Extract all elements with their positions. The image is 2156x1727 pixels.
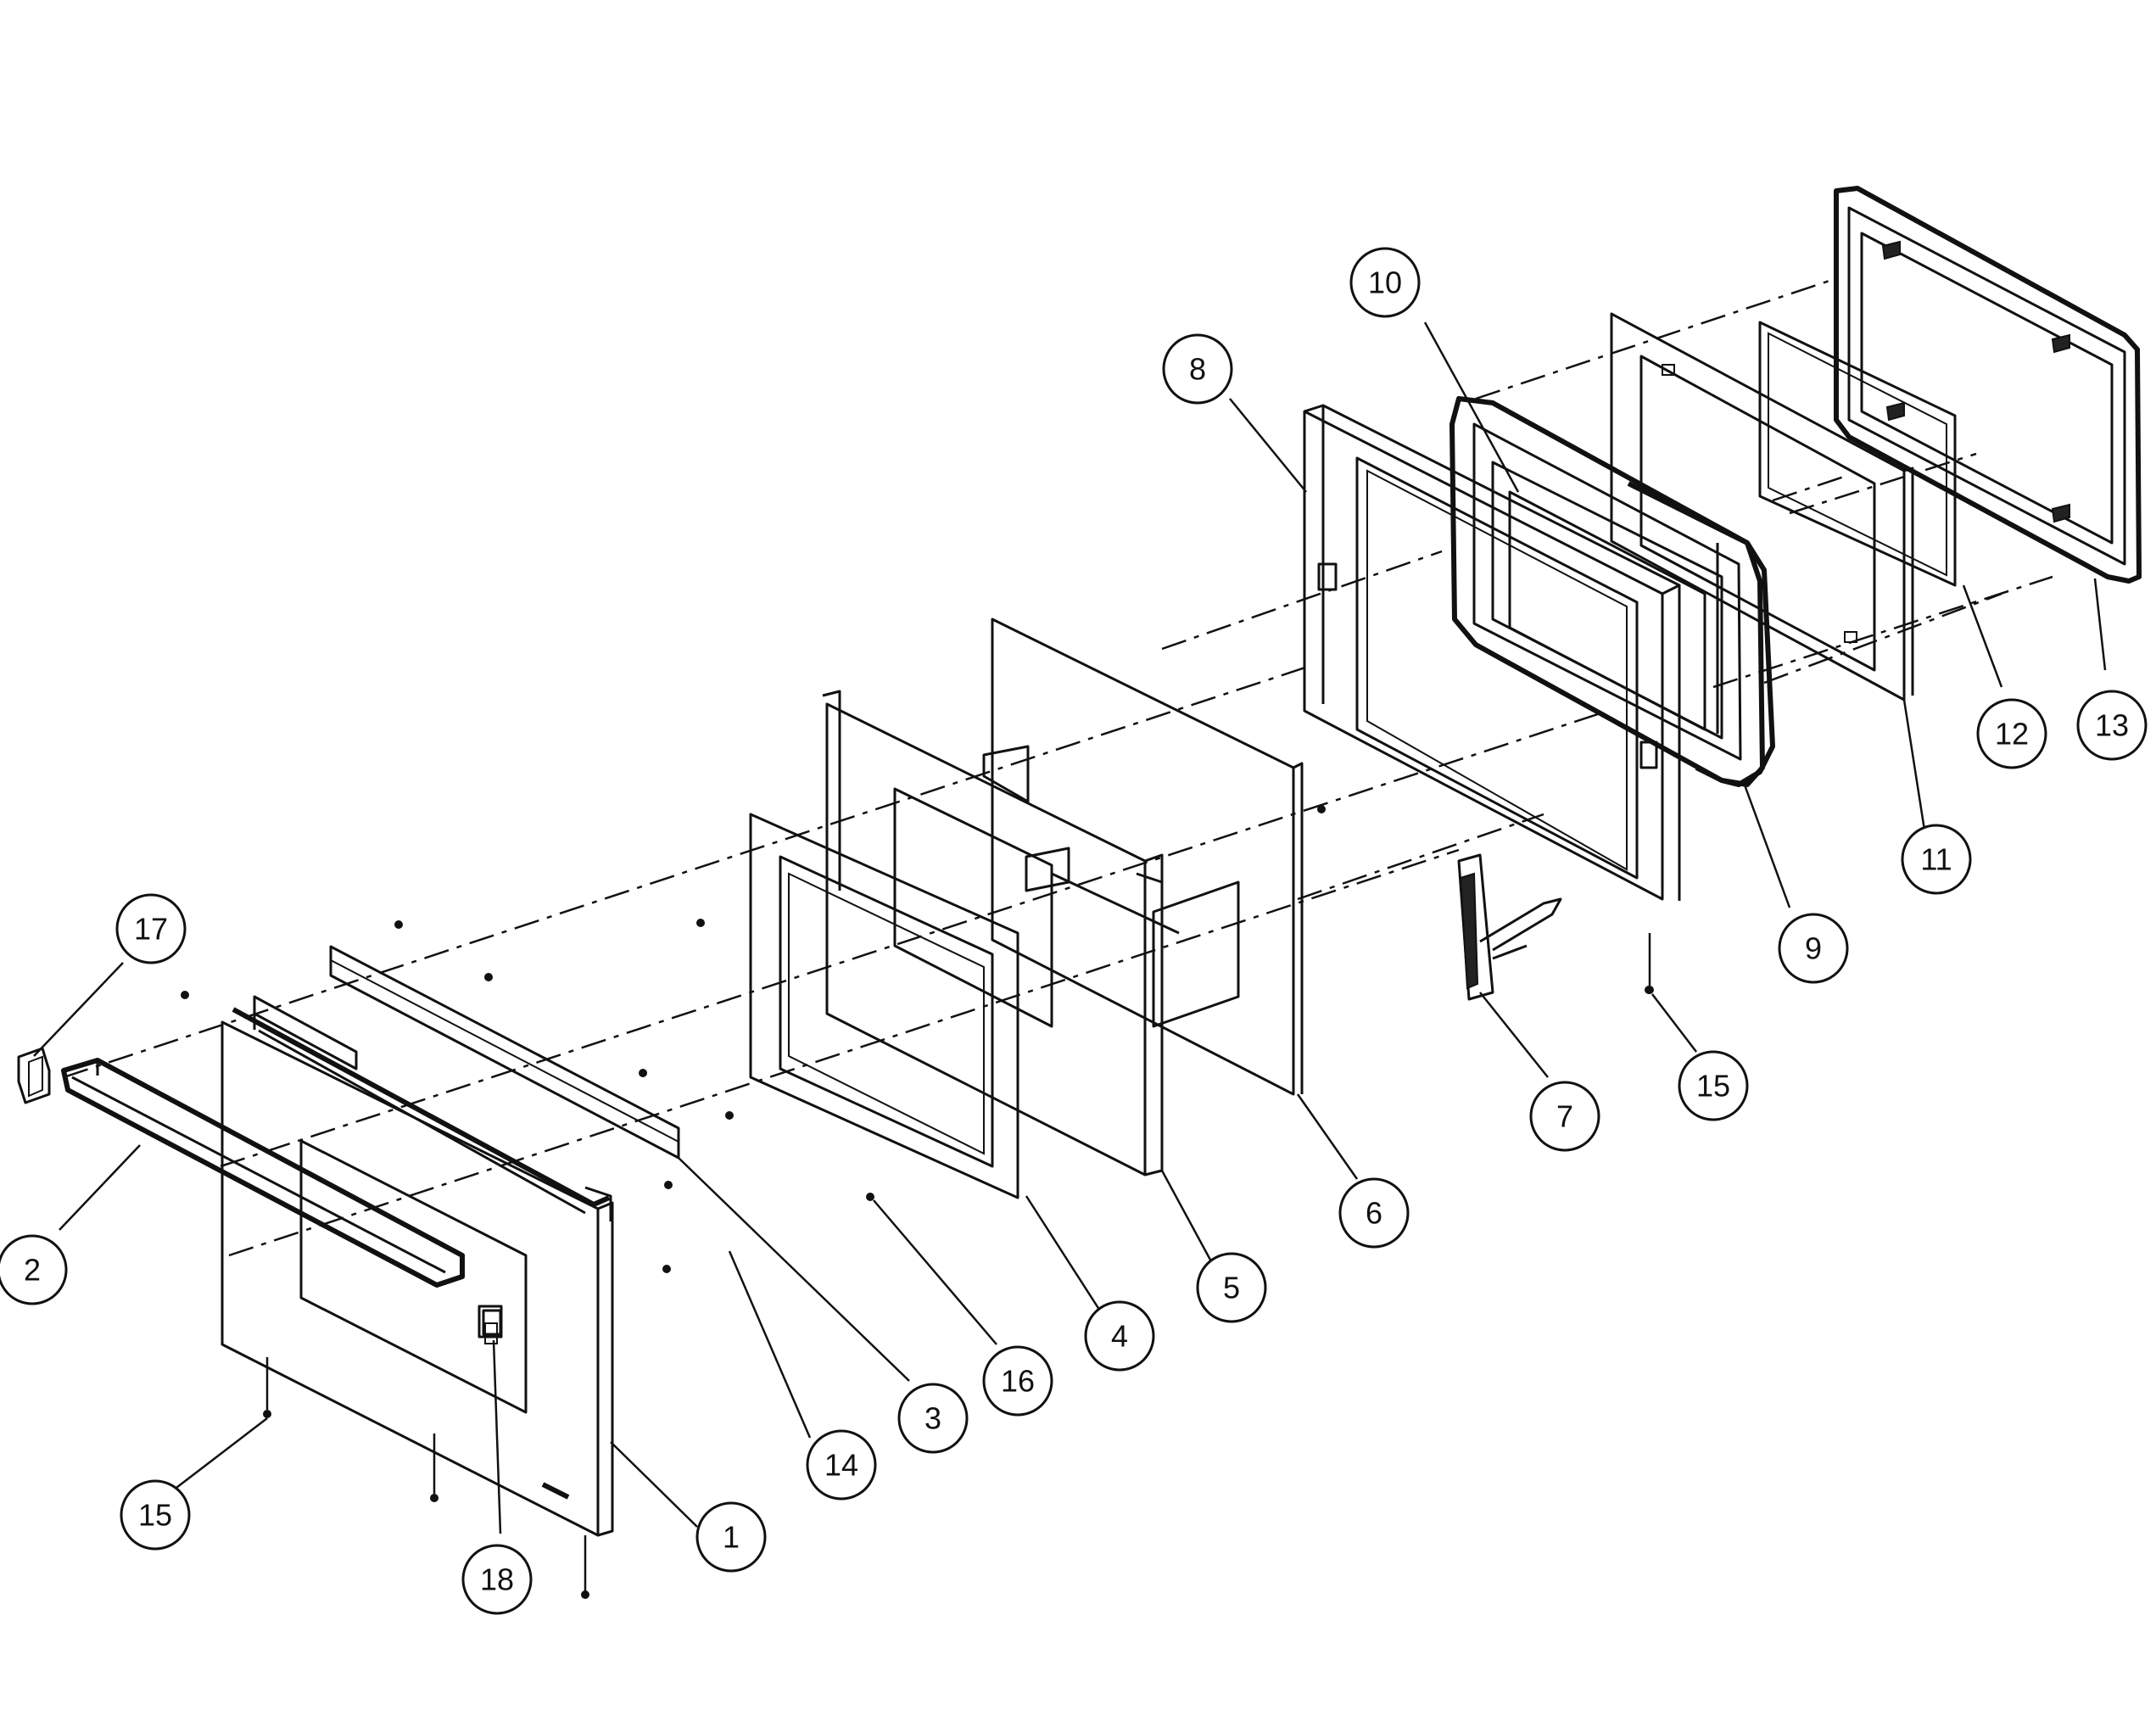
screw — [181, 991, 189, 999]
callout-8: 8 — [1162, 333, 1233, 405]
callout-1: 1 — [695, 1501, 767, 1573]
part-6-inner-panel — [982, 618, 1304, 1096]
screw — [430, 1494, 438, 1502]
fasteners — [181, 805, 1654, 1599]
part-2-handle — [61, 1058, 465, 1288]
callout-6-label: 6 — [1366, 1196, 1382, 1231]
callout-11: 11 — [1901, 824, 1972, 895]
part-5-liner — [822, 690, 1164, 1176]
part-1-outer-panel — [221, 1007, 614, 1537]
callout-14-label: 14 — [824, 1448, 858, 1483]
callout-5-label: 5 — [1223, 1271, 1240, 1305]
callout-4-label: 4 — [1111, 1319, 1128, 1354]
screw — [664, 1181, 673, 1189]
callout-12: 12 — [1976, 698, 2047, 769]
callout-17-label: 17 — [134, 912, 168, 947]
callout-7-label: 7 — [1556, 1099, 1573, 1134]
callout-4: 4 — [1084, 1300, 1155, 1372]
callout-10: 10 — [1349, 247, 1421, 318]
callout-17: 17 — [115, 893, 187, 964]
callout-10-label: 10 — [1368, 265, 1402, 300]
callouts: 1 2 3 4 5 6 7 8 — [0, 247, 2148, 1615]
callout-3: 3 — [897, 1383, 969, 1454]
callout-18: 18 — [461, 1544, 533, 1615]
screw — [639, 1069, 647, 1077]
part-13-rear-frame — [1834, 186, 2142, 584]
screw — [725, 1111, 734, 1120]
part-18-latch — [482, 1309, 502, 1336]
part-17-clip — [17, 1047, 51, 1104]
callout-1-label: 1 — [723, 1520, 740, 1555]
callout-14: 14 — [806, 1429, 877, 1501]
callout-2: 2 — [0, 1234, 68, 1305]
callout-3-label: 3 — [924, 1401, 941, 1436]
leader-lines — [33, 321, 2107, 1534]
callout-7: 7 — [1529, 1081, 1600, 1152]
screw — [581, 1590, 589, 1599]
part-7-hinge — [1457, 853, 1562, 1001]
part-14-side-bracket — [253, 995, 358, 1070]
callout-16-label: 16 — [1001, 1364, 1035, 1399]
part-9-seal — [1627, 481, 1775, 787]
callout-6: 6 — [1338, 1177, 1410, 1249]
screw — [394, 920, 403, 929]
callout-9-label: 9 — [1805, 931, 1822, 966]
part-3-top-trim — [329, 945, 680, 1160]
part-12-retainer — [1758, 321, 1957, 587]
callout-13-label: 13 — [2095, 708, 2129, 743]
callout-16: 16 — [982, 1345, 1053, 1417]
screw — [662, 1265, 671, 1273]
callout-8-label: 8 — [1189, 352, 1206, 387]
screw — [484, 973, 493, 981]
callout-15-left: 15 — [120, 1479, 191, 1551]
part-10-gasket — [1449, 396, 1765, 787]
callout-11-label: 11 — [1920, 842, 1952, 877]
alignment-axes — [63, 278, 2053, 1257]
screw — [1645, 986, 1653, 994]
screw — [696, 919, 705, 927]
callout-18-label: 18 — [480, 1562, 514, 1597]
callout-13: 13 — [2076, 690, 2148, 761]
screw — [263, 1410, 271, 1418]
callout-5: 5 — [1196, 1252, 1267, 1323]
callout-2-label: 2 — [24, 1253, 41, 1288]
callout-15-left-label: 15 — [138, 1498, 172, 1533]
part-4-glass-frame — [749, 813, 1019, 1199]
callout-15-right: 15 — [1678, 1050, 1749, 1121]
screw — [1317, 805, 1326, 813]
callout-9: 9 — [1778, 913, 1849, 984]
screw — [866, 1193, 874, 1201]
callout-15-right-label: 15 — [1696, 1069, 1730, 1104]
callout-12-label: 12 — [1995, 717, 2029, 752]
